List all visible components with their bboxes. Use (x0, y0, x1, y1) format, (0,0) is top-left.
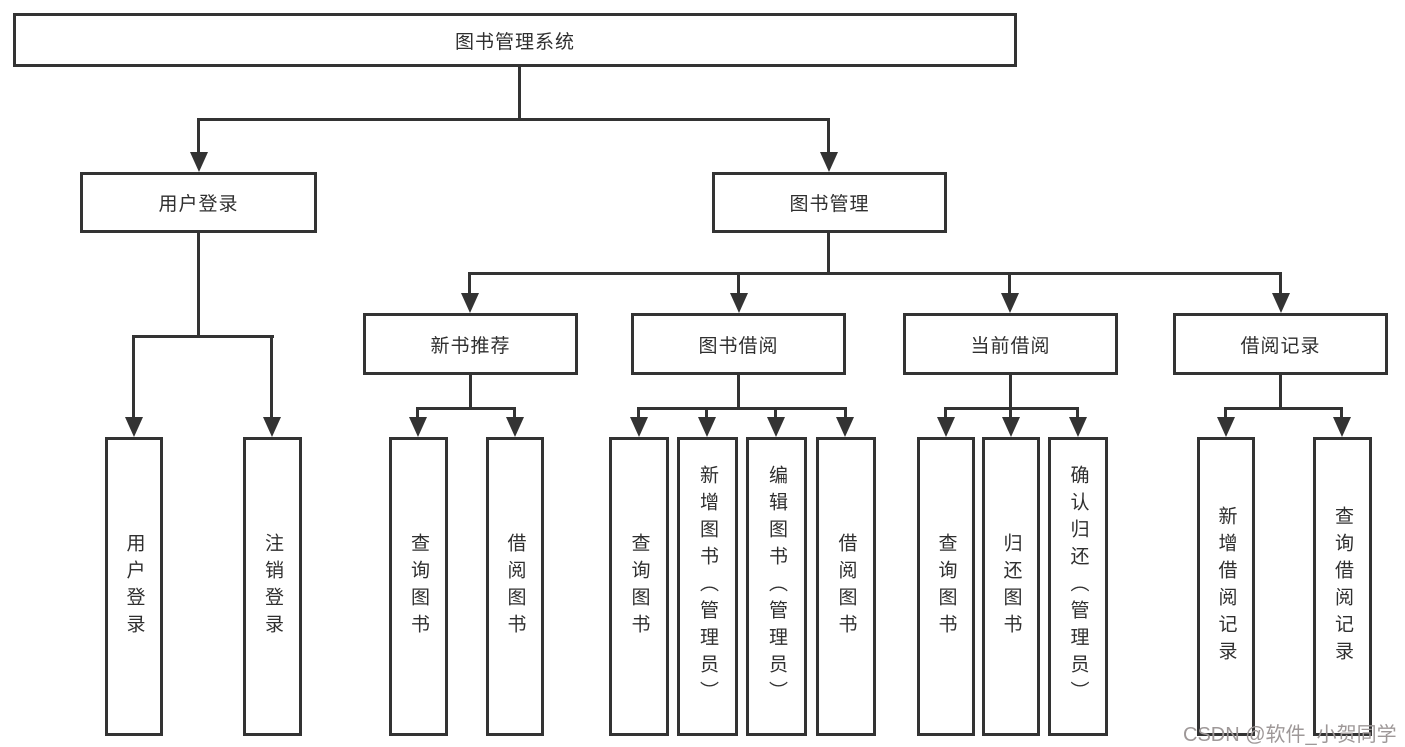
leaf-logout: 注销登录 (243, 437, 302, 736)
connector-vline (1279, 272, 1282, 295)
connector-vline (416, 407, 419, 421)
node-label: 用户登录 (158, 194, 239, 215)
connector-arrow (125, 417, 143, 437)
connector-hline (197, 118, 830, 121)
connector-hline (416, 407, 516, 410)
connector-arrow (263, 417, 281, 437)
connector-vline (827, 118, 830, 155)
node-label: 图书管理 (789, 194, 870, 215)
connector-arrow (767, 417, 785, 437)
leaf-label: 借阅图书 (835, 532, 857, 641)
connector-vline (944, 407, 947, 421)
leaf-label: 归还图书 (1000, 532, 1022, 641)
connector-arrow (1069, 417, 1087, 437)
leaf-label: 新增借阅记录 (1215, 505, 1237, 668)
connector-vline (468, 272, 471, 295)
connector-vline (197, 118, 200, 155)
connector-arrow (461, 293, 479, 313)
connector-vline (197, 233, 200, 335)
node-borrow-records: 借阅记录 (1173, 313, 1388, 375)
connector-arrow (937, 417, 955, 437)
connector-vline (827, 233, 830, 272)
connector-arrow (820, 152, 838, 172)
connector-vline (1076, 407, 1079, 421)
node-label: 当前借阅 (970, 335, 1051, 357)
connector-vline (1224, 407, 1227, 421)
connector-arrow (1002, 417, 1020, 437)
connector-arrow (698, 417, 716, 437)
leaf-label: 查询图书 (628, 532, 650, 641)
leaf-rec-add-record: 新增借阅记录 (1197, 437, 1255, 736)
node-book-borrowing: 图书借阅 (631, 313, 846, 375)
node-library-management-system: 图书管理系统 (13, 13, 1017, 67)
connector-vline (1009, 375, 1012, 407)
connector-arrow (506, 417, 524, 437)
leaf-cb-confirm-return-admin: 确认归还（管理员） (1048, 437, 1108, 736)
connector-hline (468, 272, 1282, 275)
connector-arrow (1272, 293, 1290, 313)
connector-vline (1340, 407, 1343, 421)
leaf-nb-borrow-books: 借阅图书 (486, 437, 544, 736)
connector-vline (513, 407, 516, 421)
connector-hline (132, 335, 274, 338)
leaf-rec-query-record: 查询借阅记录 (1313, 437, 1372, 736)
connector-arrow (190, 152, 208, 172)
connector-arrow (1001, 293, 1019, 313)
connector-vline (737, 272, 740, 295)
leaf-nb-query-books: 查询图书 (389, 437, 448, 736)
leaf-label: 查询图书 (408, 532, 429, 641)
leaf-bb-add-books-admin: 新增图书（管理员） (677, 437, 738, 736)
node-new-book-recommend: 新书推荐 (363, 313, 578, 375)
connector-vline (774, 407, 777, 421)
connector-vline (637, 407, 640, 421)
watermark: CSDN @软件_小贺同学 (1183, 724, 1397, 746)
connector-arrow (836, 417, 854, 437)
leaf-user-login: 用户登录 (105, 437, 163, 736)
connector-vline (518, 67, 521, 118)
node-label: 图书借阅 (698, 335, 779, 357)
node-label: 借阅记录 (1240, 335, 1321, 357)
leaf-label: 注销登录 (262, 532, 283, 641)
leaf-label: 查询借阅记录 (1332, 505, 1353, 668)
leaf-bb-query-books: 查询图书 (609, 437, 669, 736)
leaf-cb-return-books: 归还图书 (982, 437, 1040, 736)
connector-vline (1279, 375, 1282, 407)
connector-arrow (1217, 417, 1235, 437)
connector-vline (132, 335, 135, 419)
connector-arrow (1333, 417, 1351, 437)
connector-vline (844, 407, 847, 421)
leaf-label: 用户登录 (123, 532, 145, 641)
leaf-label: 确认归还（管理员） (1067, 465, 1089, 708)
connector-vline (1008, 272, 1011, 295)
connector-arrow (730, 293, 748, 313)
node-label: 新书推荐 (430, 335, 511, 357)
connector-arrow (409, 417, 427, 437)
node-user-login: 用户登录 (80, 172, 317, 233)
leaf-label: 借阅图书 (504, 532, 526, 641)
leaf-bb-borrow-books: 借阅图书 (816, 437, 876, 736)
connector-vline (1009, 407, 1012, 421)
leaf-label: 编辑图书（管理员） (766, 465, 787, 708)
connector-vline (270, 335, 273, 419)
connector-hline (1224, 407, 1343, 410)
connector-arrow (630, 417, 648, 437)
connector-vline (737, 375, 740, 407)
leaf-label: 查询图书 (935, 532, 957, 641)
node-current-borrowing: 当前借阅 (903, 313, 1118, 375)
node-label: 图书管理系统 (454, 31, 575, 53)
connector-vline (705, 407, 708, 421)
connector-vline (469, 375, 472, 407)
leaf-label: 新增图书（管理员） (697, 465, 718, 708)
node-book-management: 图书管理 (712, 172, 947, 233)
leaf-cb-query-books: 查询图书 (917, 437, 975, 736)
leaf-bb-edit-books-admin: 编辑图书（管理员） (746, 437, 807, 736)
connector-hline (637, 407, 847, 410)
